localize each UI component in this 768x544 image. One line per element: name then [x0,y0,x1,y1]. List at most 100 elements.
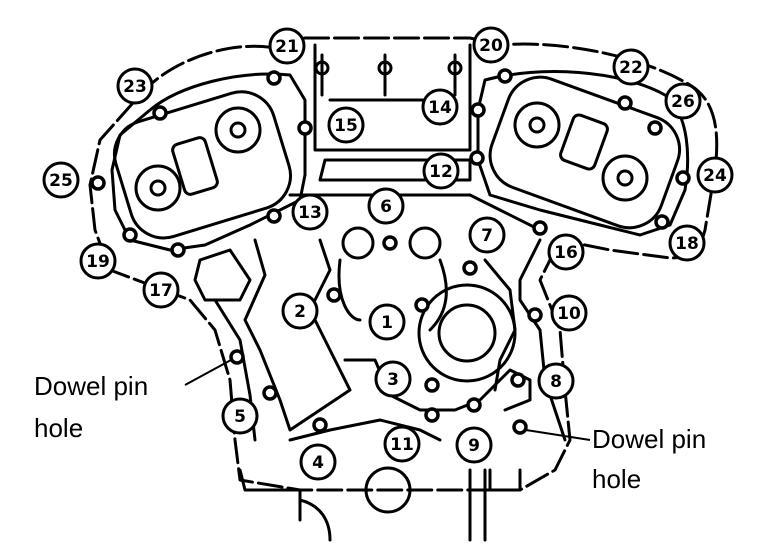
bolt-hole-25 [90,175,106,191]
left-cam-sprocket-upper-hub [229,121,247,139]
leader-lines [184,359,591,441]
right-cam-sprocket-lower [601,154,649,202]
callout-6: 6 [367,187,405,225]
callout-21: 21 [268,27,306,65]
svg-text:16: 16 [554,243,578,263]
svg-text:1: 1 [381,313,393,333]
callout-12: 12 [422,152,460,190]
svg-text:9: 9 [468,436,480,456]
bolt-hole-13 [266,208,282,224]
lower-center-block [288,418,442,442]
bolt-hole-10 [527,307,543,323]
callout-4: 4 [299,443,337,481]
svg-text:26: 26 [671,92,695,112]
bolt-hole-5 [262,385,278,401]
callout-19: 19 [79,242,117,280]
bolt-hole-23 [152,105,168,121]
svg-text:24: 24 [703,166,727,186]
bolt-hole-15 [297,120,313,136]
right-chain-guide [483,258,517,392]
bolt-hole-19 [122,227,138,243]
bolt-hole-9 [466,397,482,413]
right-cam-sprocket-upper [513,101,561,149]
svg-text:11: 11 [390,435,414,455]
svg-text:19: 19 [86,252,110,272]
svg-text:23: 23 [123,77,147,97]
bolt-holes [90,68,691,435]
bolt-hole-dowel-right [512,419,528,435]
bolt-hole-6 [382,235,398,251]
bolt-hole-17 [170,242,186,258]
callout-15: 15 [327,106,365,144]
bolt-hole-18 [654,214,670,230]
idler-right [408,226,442,260]
right-cam-sprocket-lower-hub [616,169,634,187]
svg-text:3: 3 [387,370,399,390]
bottom-pan-flange [238,468,522,522]
valley-studs [320,53,457,97]
left-cam-sprocket-upper [214,106,262,154]
callout-18: 18 [668,224,706,262]
callout-17: 17 [142,271,180,309]
callout-25: 25 [42,161,80,199]
left-cam-sprocket-lower [134,164,182,212]
callout-5: 5 [221,397,259,435]
leader-dowel-right [525,429,591,441]
bottom-shaft-right [468,468,487,542]
left-chain-guide [243,238,352,432]
callouts: 21 20 23 22 26 15 14 12 25 24 13 6 7 16 … [42,26,734,481]
bolt-hole-22 [617,95,633,111]
valley-cover-inner [318,98,472,182]
callout-10: 10 [550,294,588,332]
callout-26: 26 [664,82,702,120]
bolt-hole-20 [497,68,513,84]
left-tensioner [171,136,219,196]
svg-text:8: 8 [550,372,562,392]
callout-1: 1 [368,303,406,341]
valley-stud-3 [447,60,463,76]
svg-text:14: 14 [428,98,452,118]
svg-text:22: 22 [619,58,643,78]
left-cam-housing [112,90,292,240]
svg-text:17: 17 [149,281,173,301]
svg-text:10: 10 [557,304,581,324]
svg-text:15: 15 [334,116,358,136]
bolt-hole-11 [424,407,440,423]
crank-sprocket-outer [417,283,517,383]
dowel-pin-label-right-line2: hole [592,464,641,494]
dowel-pin-label-right-line1: Dowel pin [592,424,706,454]
svg-text:21: 21 [275,37,299,57]
bolt-hole-16 [532,220,548,236]
bolt-hole-12 [469,150,485,166]
valley-stud-1 [314,60,330,76]
callout-13: 13 [291,193,329,231]
callout-22: 22 [612,48,650,86]
valley-cover [313,43,472,152]
idler-bracket [337,258,448,332]
bolt-hole-3 [424,377,440,393]
bolt-hole-dowel-left [229,349,245,365]
bolt-hole-2 [326,287,342,303]
left-lower-guide [193,248,252,302]
bolt-hole-1 [414,297,430,313]
svg-text:18: 18 [675,234,699,254]
bolt-hole-26 [647,120,663,136]
callout-9: 9 [455,426,493,464]
callout-8: 8 [537,362,575,400]
svg-text:4: 4 [312,453,324,473]
bolt-hole-4 [312,417,328,433]
outer-cover-contour [88,36,719,492]
dowel-pin-label-left-line2: hole [34,413,83,443]
svg-text:12: 12 [429,162,453,182]
right-cam-housing [488,75,681,230]
bolt-hole-24 [675,170,691,186]
svg-text:20: 20 [479,36,503,56]
callout-20: 20 [472,26,510,64]
bolt-hole-8 [510,372,526,388]
callout-24: 24 [696,156,734,194]
callout-2: 2 [281,292,319,330]
callout-11: 11 [383,425,421,463]
bottom-shaft-left [298,498,332,542]
svg-text:2: 2 [294,302,306,322]
